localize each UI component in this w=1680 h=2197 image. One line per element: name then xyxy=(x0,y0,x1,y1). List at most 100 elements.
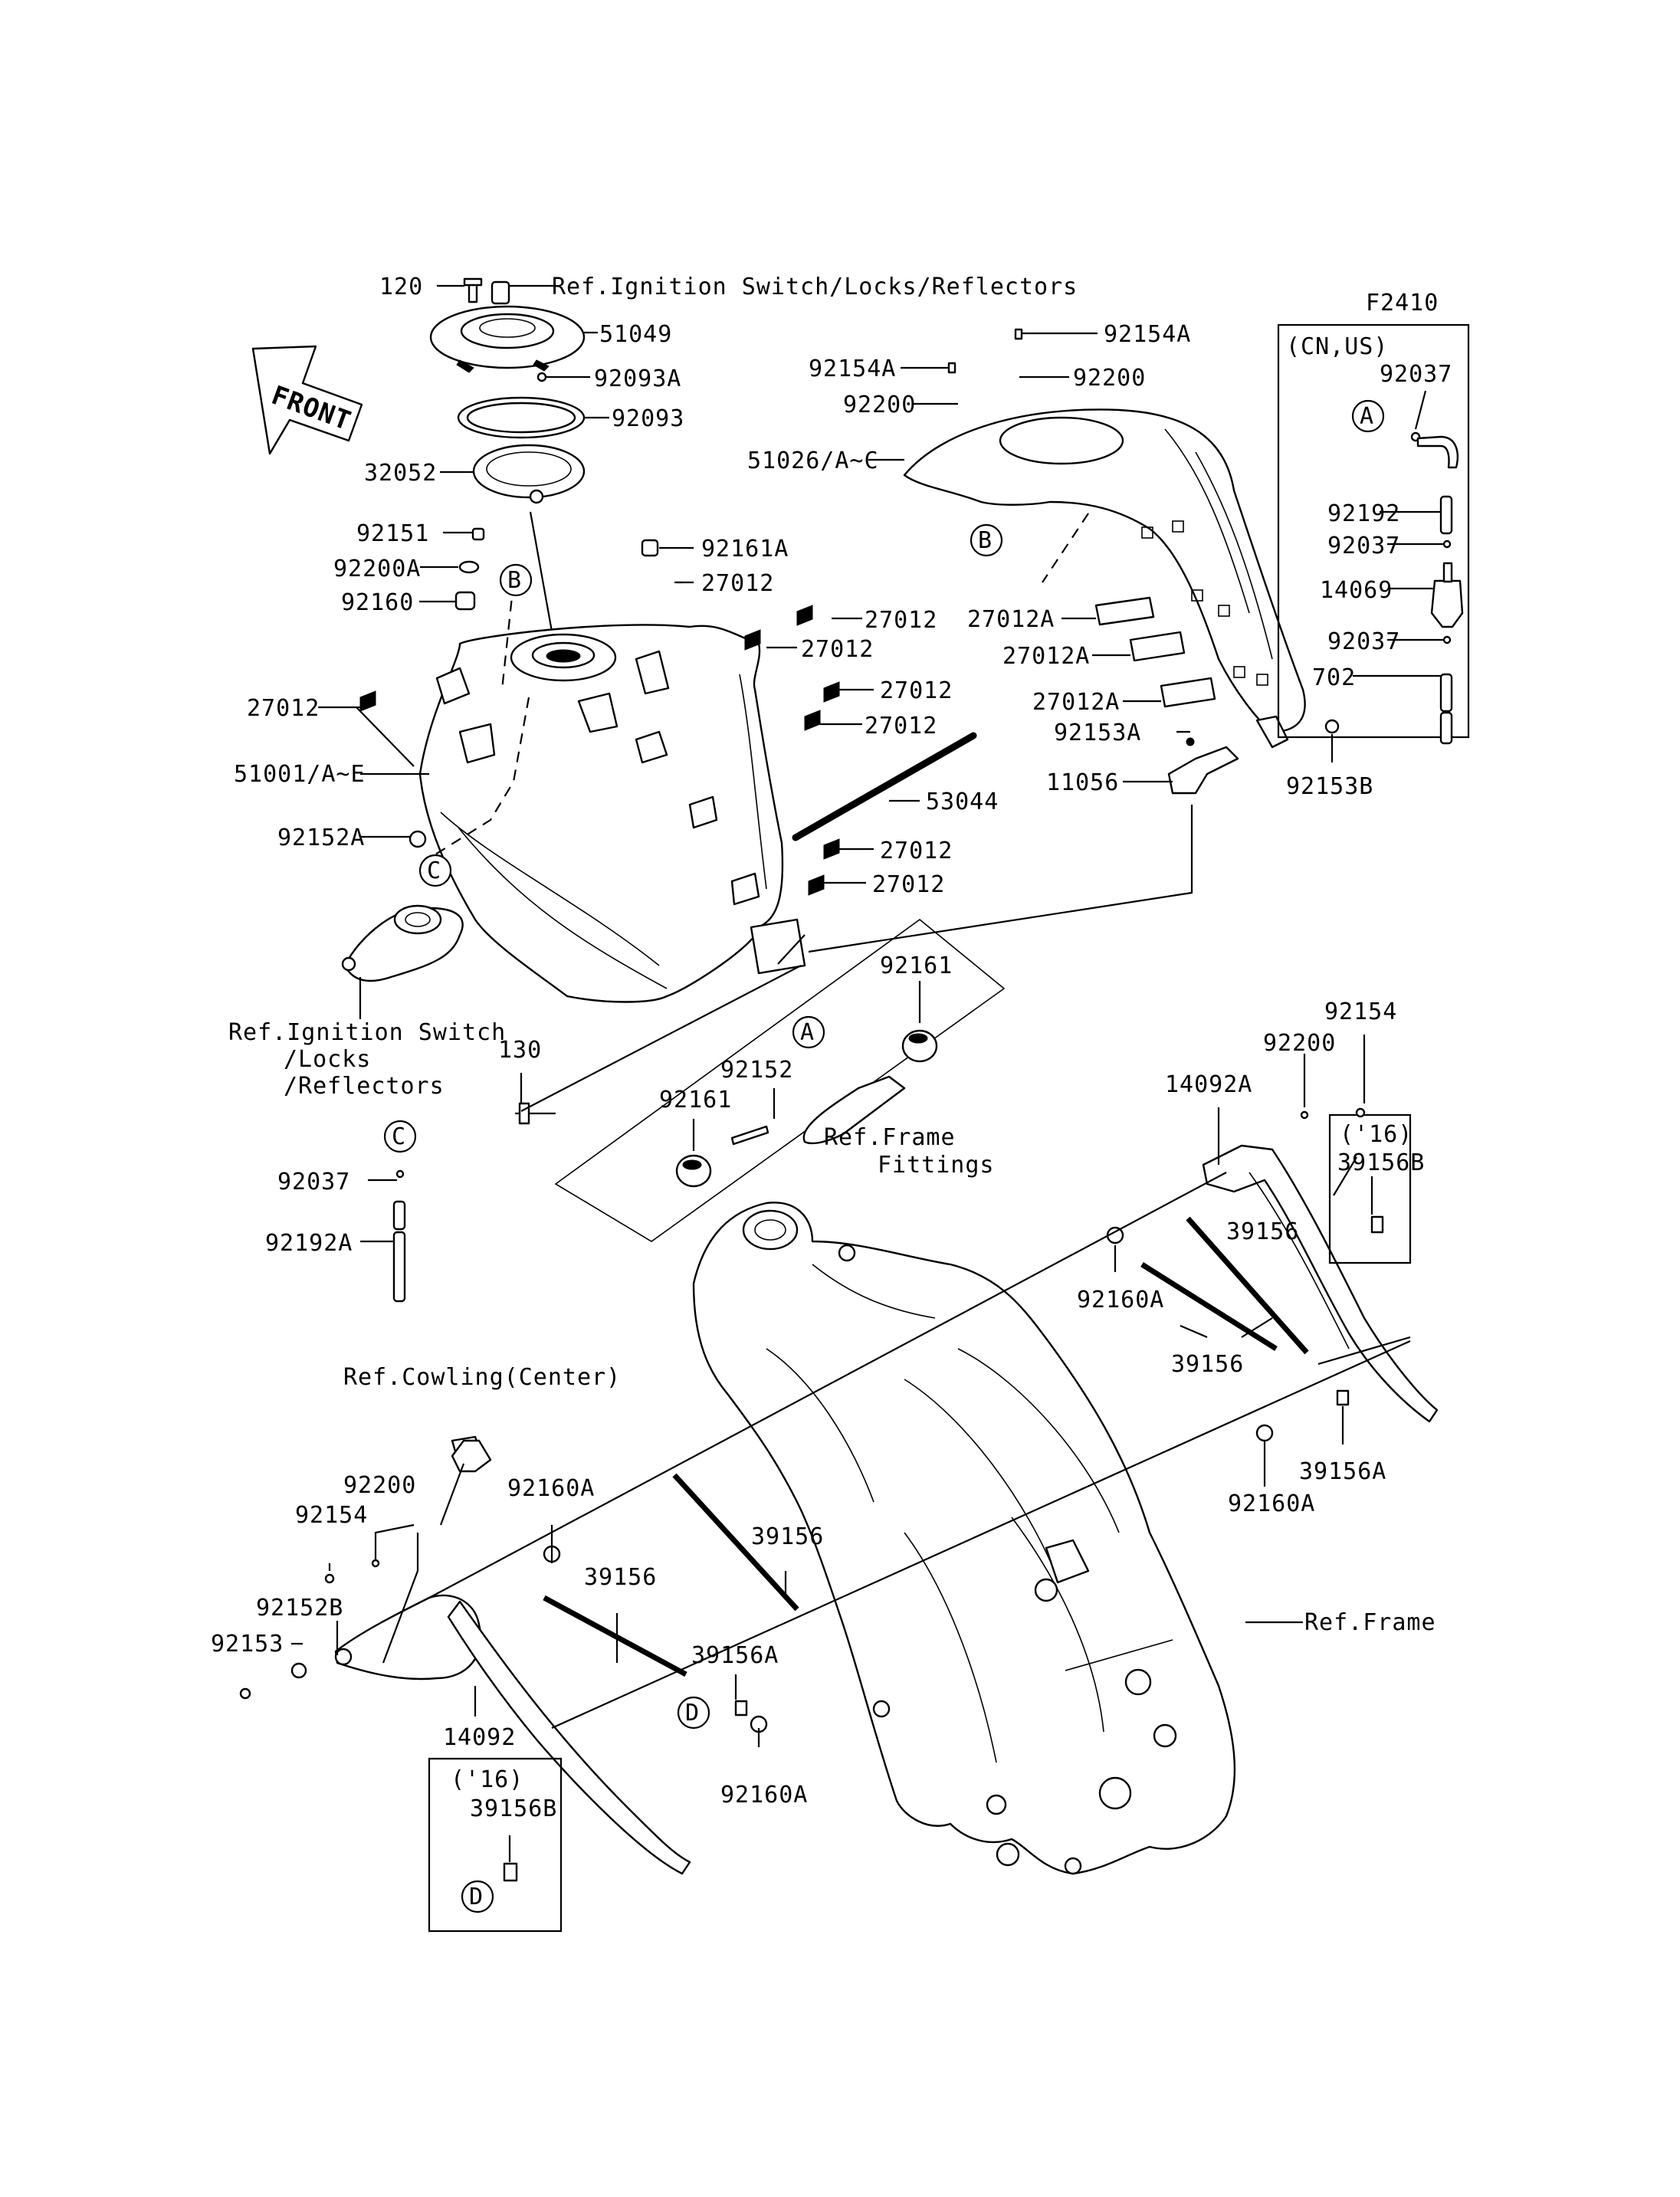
label-39156-b: 39156 xyxy=(1171,1351,1244,1378)
label-130: 130 xyxy=(498,1037,542,1064)
label-92151: 92151 xyxy=(356,520,429,547)
label-27012A-b: 27012A xyxy=(1002,643,1090,670)
label-92200-a: 92200 xyxy=(1073,365,1146,392)
label-39156-c: 39156 xyxy=(751,1523,824,1550)
tank-cover xyxy=(903,408,1306,749)
part-labels: 120 Ref.Ignition Switch/Locks/Reflectors… xyxy=(211,274,1452,1822)
small-fasteners xyxy=(239,328,1366,1700)
marker-c-tank: C xyxy=(427,857,441,884)
label-14092: 14092 xyxy=(443,1724,516,1751)
leader-lines xyxy=(291,284,1444,1862)
decal-27012A-group xyxy=(1094,596,1216,708)
marker-c-hose: C xyxy=(392,1123,406,1150)
marker-a-cnus: A xyxy=(1360,403,1374,430)
label-92160: 92160 xyxy=(341,589,414,616)
label-92154A-b: 92154A xyxy=(809,356,896,382)
label-92093A: 92093A xyxy=(594,366,681,392)
ref-frame-fittings-1: Ref.Frame xyxy=(824,1124,956,1151)
fuel-tank xyxy=(409,582,806,1003)
label-27012-left: 27012 xyxy=(247,695,320,722)
label-27012-e: 27012 xyxy=(865,713,937,739)
label-92154-left: 92154 xyxy=(295,1502,368,1529)
label-92200-left: 92200 xyxy=(343,1472,416,1499)
label-27012A-a: 27012A xyxy=(967,606,1055,633)
ignition-mount xyxy=(341,904,464,1019)
ref-frame: Ref.Frame xyxy=(1304,1609,1436,1636)
label-92154-right: 92154 xyxy=(1324,998,1397,1025)
label-92161-top: 92161 xyxy=(880,953,953,979)
label-92161A: 92161A xyxy=(701,536,789,562)
year-box-right xyxy=(1328,1113,1412,1264)
label-92037-cnus-1: 92037 xyxy=(1380,361,1452,388)
label-92152: 92152 xyxy=(720,1057,793,1084)
label-39156-a: 39156 xyxy=(1226,1218,1299,1245)
year-box-right-label: ('16) xyxy=(1340,1121,1413,1148)
pad-39156-group xyxy=(543,1216,1309,1677)
pad-39156B-left xyxy=(503,1862,518,1882)
label-53044: 53044 xyxy=(926,789,999,815)
marker-d-frame: D xyxy=(685,1700,700,1726)
side-cover-right xyxy=(1202,1144,1439,1423)
marker-b-tank: B xyxy=(507,567,522,594)
year-box-left xyxy=(428,1757,563,1933)
label-92152A: 92152A xyxy=(277,825,365,851)
marker-b-cover: B xyxy=(978,527,993,554)
bracket-11056 xyxy=(1167,719,1340,795)
damper-parts xyxy=(515,918,1006,1242)
figure-code: F2410 xyxy=(1366,290,1439,316)
cowling-bracket xyxy=(451,1439,492,1473)
seal-strip xyxy=(792,732,977,841)
fuel-cap-assembly xyxy=(429,277,609,641)
label-92160A-d: 92160A xyxy=(720,1782,808,1808)
lower-bracket-lines xyxy=(382,1463,465,1664)
label-92153A: 92153A xyxy=(1054,720,1141,746)
label-120: 120 xyxy=(379,274,423,300)
label-39156B-right: 39156B xyxy=(1337,1149,1425,1176)
ref-frame-fittings-2: Fittings xyxy=(878,1152,995,1179)
label-39156A-left: 39156A xyxy=(691,1642,779,1669)
label-92160A-c: 92160A xyxy=(507,1475,595,1502)
label-92037-cnus-3: 92037 xyxy=(1327,628,1400,655)
label-92153B: 92153B xyxy=(1286,773,1373,800)
label-14069: 14069 xyxy=(1320,577,1393,604)
front-arrow-icon: FRONT xyxy=(251,345,363,455)
label-39156A-right: 39156A xyxy=(1299,1458,1386,1485)
label-27012-g: 27012 xyxy=(872,871,945,898)
label-92161-bottom: 92161 xyxy=(659,1087,732,1113)
label-14092A: 14092A xyxy=(1165,1071,1252,1098)
label-92192A: 92192A xyxy=(265,1230,353,1257)
ref-ignition-1: Ref.Ignition Switch xyxy=(228,1019,506,1046)
label-27012-b: 27012 xyxy=(865,607,937,634)
label-32052: 32052 xyxy=(364,460,437,487)
label-27012-d: 27012 xyxy=(880,677,953,704)
year-box-left-label: ('16) xyxy=(451,1766,523,1793)
callout-markers: B B C A A C D D xyxy=(383,399,1385,1913)
ref-ignition-top: Ref.Ignition Switch/Locks/Reflectors xyxy=(552,274,1078,300)
label-92160A-b: 92160A xyxy=(1228,1490,1315,1517)
label-92160A-a: 92160A xyxy=(1077,1287,1164,1313)
label-92200-b: 92200 xyxy=(843,392,916,418)
frame-assembly xyxy=(692,1202,1236,1875)
label-92037-cnus-2: 92037 xyxy=(1327,533,1400,559)
nut-92161A xyxy=(641,539,659,557)
pad-39156B-right xyxy=(1370,1215,1384,1234)
label-702: 702 xyxy=(1312,664,1356,691)
label-51001: 51001/A~E xyxy=(234,761,366,788)
label-92037-c: 92037 xyxy=(277,1169,350,1195)
label-39156-d: 39156 xyxy=(584,1564,657,1591)
label-51026: 51026/A~C xyxy=(747,448,879,474)
marker-d-box: D xyxy=(469,1884,484,1910)
label-92200A: 92200A xyxy=(333,556,421,582)
ref-ignition-2: /Locks xyxy=(284,1046,371,1073)
frame-cross-lines xyxy=(428,1156,1411,1730)
label-92153: 92153 xyxy=(211,1631,284,1658)
ref-ignition-3: /Reflectors xyxy=(284,1073,445,1100)
marker-a-tank: A xyxy=(800,1019,815,1046)
hose-92192A xyxy=(392,1169,406,1303)
label-27012-a: 27012 xyxy=(701,570,774,597)
label-27012A-c: 27012A xyxy=(1032,689,1120,716)
label-92200-right: 92200 xyxy=(1263,1030,1336,1057)
label-92154A-a: 92154A xyxy=(1104,321,1191,348)
variant-box xyxy=(1277,323,1470,739)
